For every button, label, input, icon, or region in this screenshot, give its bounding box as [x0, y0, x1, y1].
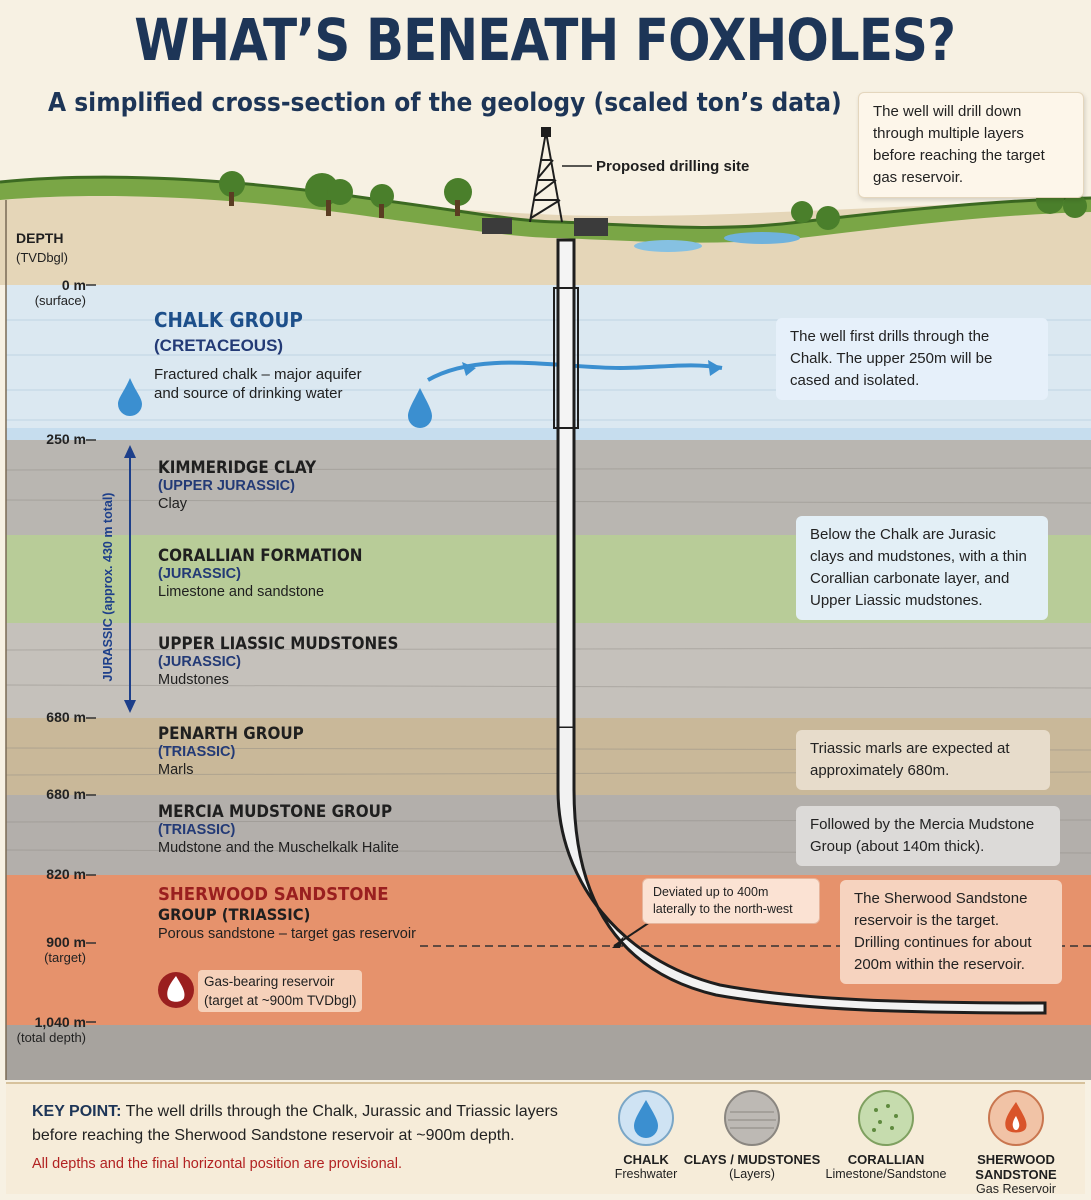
depth-tick-1: 250 m: [46, 431, 86, 447]
page-title: WHAT’S BENEATH FOXHOLES?: [134, 6, 956, 74]
flame-icon: [988, 1090, 1044, 1146]
top-note: The well will drill down through multipl…: [858, 92, 1084, 198]
unit-upper-liassic: UPPER LIASSIC MUDSTONES(JURASSIC)Mudston…: [158, 634, 399, 688]
provisional-warning: All depths and the final horizontal posi…: [32, 1156, 402, 1172]
note-penarth: Triassic marls are expected at approxima…: [796, 730, 1050, 790]
drilling-rig-icon: [529, 127, 563, 223]
depth-tick-3: 680 m: [46, 786, 86, 802]
wellbore: [553, 238, 1047, 1015]
note-deviation: Deviated up to 400m laterally to the nor…: [642, 878, 820, 924]
drilling-site-label: Proposed drilling site: [596, 158, 750, 175]
water-drop-icon: [118, 378, 142, 416]
depth-tick-0: 0 m(surface): [34, 277, 86, 308]
basement-layer: [6, 1025, 1091, 1080]
key-point-text: KEY POINT: The well drills through the C…: [32, 1103, 558, 1144]
clay-swatch-icon: [724, 1090, 780, 1146]
pond: [724, 232, 800, 244]
depth-tick-5: 900 m(target): [44, 934, 86, 965]
unit-penarth: PENARTH GROUP(TRIASSIC)Marls: [158, 724, 304, 778]
unit-mercia: MERCIA MUDSTONE GROUP(TRIASSIC)Mudstone …: [158, 802, 399, 856]
unit-corallian: CORALLIAN FORMATION(JURASSIC)Limestone a…: [158, 546, 363, 600]
water-drop-icon: [618, 1090, 674, 1146]
note-sherwood: The Sherwood Sandstone reservoir is the …: [840, 880, 1062, 984]
flame-icon: [167, 976, 185, 1002]
depth-axis-title: DEPTH: [16, 230, 64, 246]
legend-clays: CLAYS / MUDSTONES(Layers): [682, 1088, 822, 1182]
corallian-swatch-icon: [858, 1090, 914, 1146]
depth-tick-4: 820 m: [46, 866, 86, 882]
jurassic-bracket-label: JURASSIC (approx. 430 m total): [101, 492, 115, 682]
page-subtitle: A simplified cross-section of the geolog…: [48, 88, 842, 118]
note-chalk: The well first drills through the Chalk.…: [776, 318, 1048, 400]
depth-tick-6: 1,040 m(total depth): [16, 1014, 86, 1045]
note-jurassic: Below the Chalk are Jurasic clays and mu…: [796, 516, 1048, 620]
unit-kimmeridge-clay: KIMMERIDGE CLAY(UPPER JURASSIC)Clay: [158, 458, 317, 512]
depth-axis-unit: (TVDbgl): [16, 250, 69, 265]
depth-tick-2: 680 m: [46, 709, 86, 725]
groundwater-flow-arrow: [427, 360, 723, 382]
note-mercia: Followed by the Mercia Mudstone Group (a…: [796, 806, 1060, 866]
water-drop-icon: [408, 388, 432, 428]
key-point-box: KEY POINT: The well drills through the C…: [6, 1082, 1086, 1197]
unit-chalk: CHALK GROUP (CRETACEOUS) Fractured chalk…: [154, 308, 362, 402]
unit-sherwood: SHERWOOD SANDSTONE GROUP (TRIASSIC) Poro…: [158, 884, 416, 942]
upper-liassic-layer: [6, 623, 1091, 718]
grass-surface: [0, 177, 1091, 243]
gas-reservoir-label: Gas-bearing reservoir(target at ~900m TV…: [198, 970, 363, 1012]
